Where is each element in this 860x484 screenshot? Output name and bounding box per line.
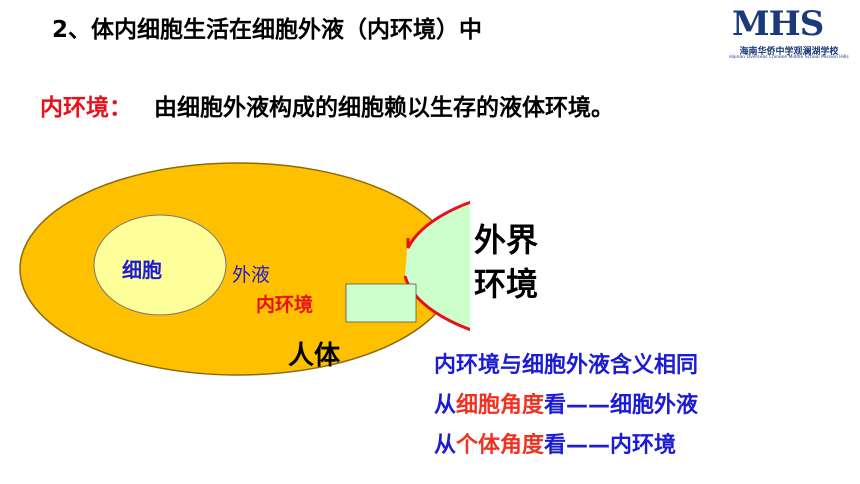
external-environment-label: 外界 环境: [474, 218, 554, 306]
school-logo: MHS 海南华侨中学观澜湖学校 Hainan Overseas Chinese …: [722, 4, 856, 62]
note-line-3-conclusion: 看——内环境: [544, 433, 677, 458]
note-line-2-prefix: 从: [434, 393, 457, 418]
extracellular-label: 外液: [232, 264, 270, 286]
body-environment-diagram: 细胞 外液 内环境 人体: [19, 162, 470, 376]
body-label: 人体: [288, 341, 341, 371]
note-line-2: 从细胞角度看——细胞外液: [434, 386, 698, 426]
logo-english-name: Hainan Overseas Chinese Middle School Mi…: [729, 55, 849, 60]
external-environment-line2: 环境: [474, 265, 539, 303]
definition-text: 由细胞外液构成的细胞赖以生存的液体环境。: [154, 95, 614, 121]
cell-label: 细胞: [122, 258, 162, 282]
cell-ellipse: [93, 214, 227, 316]
fluid-opening: [345, 283, 417, 323]
definition-term: 内环境：: [40, 95, 132, 121]
note-line-2-perspective: 细胞角度: [456, 393, 545, 418]
note-line-2-conclusion: 看——细胞外液: [544, 393, 699, 418]
note-line-3-prefix: 从: [434, 433, 457, 458]
definition-row: 内环境： 由细胞外液构成的细胞赖以生存的液体环境。: [40, 88, 614, 122]
slide-title: 2、体内细胞生活在细胞外液（内环境）中: [52, 17, 483, 43]
internal-environment-label: 内环境: [256, 293, 313, 316]
notes-block: 内环境与细胞外液含义相同 从细胞角度看——细胞外液 从个体角度看——内环境: [434, 346, 698, 466]
note-line-1: 内环境与细胞外液含义相同: [434, 353, 699, 378]
logo-mark: MHS: [732, 4, 824, 44]
external-environment-line1: 外界: [474, 221, 539, 259]
extracellular-fluid-region: [405, 202, 470, 330]
note-line-3-perspective: 个体角度: [456, 433, 545, 458]
note-line-3: 从个体角度看——内环境: [434, 426, 698, 466]
logo-chinese-name: 海南华侨中学观澜湖学校: [739, 47, 839, 57]
